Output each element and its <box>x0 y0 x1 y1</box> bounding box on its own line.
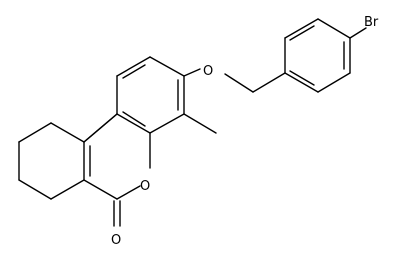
ether-oxygen-label: O <box>203 64 213 79</box>
cyclohexene-ring <box>18 122 91 200</box>
aryl-ether-bond <box>183 68 201 77</box>
aromatic-ring <box>116 56 185 134</box>
c-br-bond <box>349 27 367 39</box>
lactone-ring <box>83 113 151 200</box>
methyl-bond <box>183 113 217 134</box>
carbonyl-oxygen-label: O <box>111 233 121 248</box>
bromophenyl-ring <box>284 18 351 93</box>
benzyl-linker <box>224 72 286 93</box>
bromine-label: Br <box>364 15 379 30</box>
carbonyl-group <box>113 200 121 227</box>
ring-oxygen-label: O <box>140 179 150 194</box>
